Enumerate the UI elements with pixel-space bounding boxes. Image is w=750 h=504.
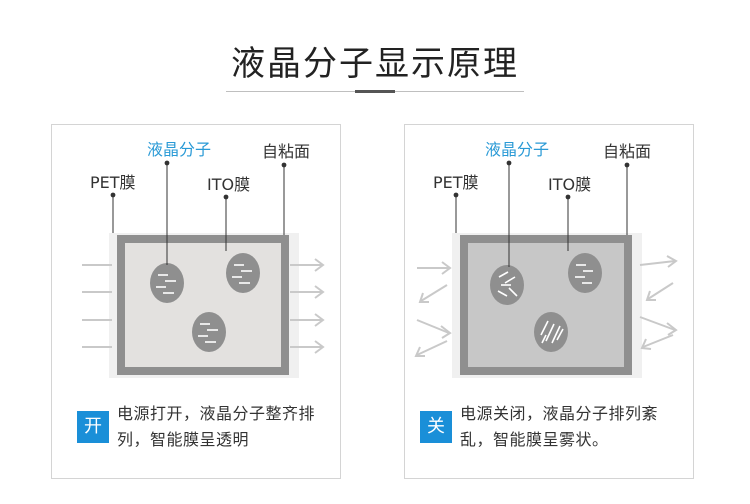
- title-accent-bar: [355, 90, 395, 93]
- callout-dots: [453, 160, 630, 200]
- diagram-power-off: [414, 160, 678, 378]
- badge-off: 关: [420, 411, 452, 443]
- liquid-crystal-molecule: [568, 253, 602, 293]
- callout-lines: [112, 163, 285, 265]
- liquid-crystal-molecule: [226, 253, 260, 293]
- description-text: 电源打开，液晶分子整齐排列，智能膜呈透明: [117, 404, 316, 449]
- callout-dots: [110, 160, 287, 200]
- description-text: 电源关闭，液晶分子排列紊乱，智能膜呈雾状。: [460, 404, 659, 449]
- label-pet-film: PET膜: [433, 173, 479, 192]
- label-pet-film: PET膜: [90, 173, 136, 192]
- label-liquid-crystal: 液晶分子: [485, 140, 550, 159]
- description-power-on: 开 电源打开，液晶分子整齐排列，智能膜呈透明: [77, 401, 332, 461]
- transmitted-light-arrows: [290, 258, 325, 354]
- page-title: 液晶分子显示原理: [231, 44, 519, 84]
- liquid-crystal-molecule: [150, 263, 184, 303]
- liquid-crystal-molecule: [490, 265, 524, 305]
- callout-lines: [455, 163, 628, 267]
- label-ito-film: ITO膜: [548, 175, 592, 194]
- label-liquid-crystal: 液晶分子: [147, 140, 212, 159]
- liquid-crystal-molecule: [192, 312, 226, 352]
- liquid-crystal-molecule: [534, 312, 568, 352]
- description-power-off: 关 电源关闭，液晶分子排列紊乱，智能膜呈雾状。: [420, 401, 675, 461]
- label-adhesive-side: 自粘面: [262, 142, 311, 161]
- scattered-light-arrows-left: [414, 261, 452, 357]
- label-adhesive-side: 自粘面: [603, 142, 652, 161]
- incoming-light-arrows: [82, 264, 112, 348]
- panel-power-on: PET膜 液晶分子 ITO膜 自粘面 开 电源打开，液晶分子整齐排列，智能膜呈透…: [51, 124, 341, 479]
- badge-on: 开: [77, 411, 109, 443]
- scattered-light-arrows-right: [639, 255, 678, 350]
- panel-power-off: PET膜 液晶分子 ITO膜 自粘面 关 电源关闭，液晶分子排列紊乱，智能膜呈雾…: [404, 124, 694, 479]
- label-ito-film: ITO膜: [207, 175, 251, 194]
- diagram-power-on: [82, 160, 325, 378]
